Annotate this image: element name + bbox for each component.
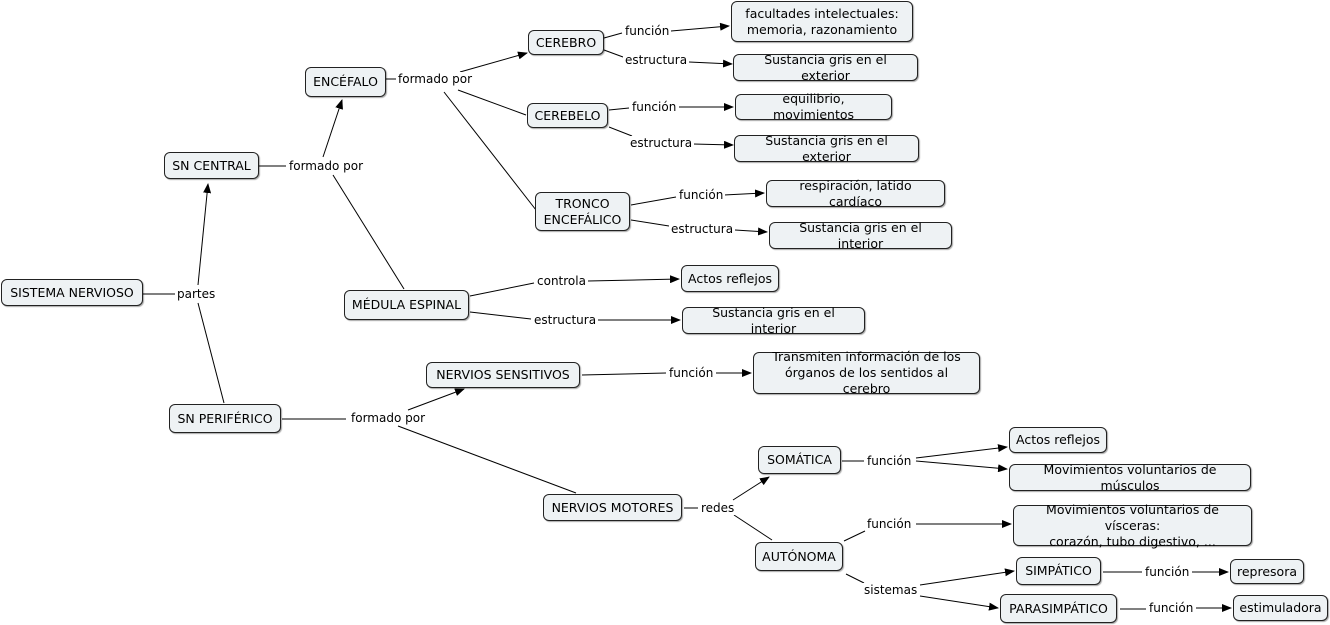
link-partes: partes (175, 287, 218, 301)
node-nervios-motores: NERVIOS MOTORES (543, 494, 682, 521)
node-simpatico: SIMPÁTICO (1016, 557, 1101, 585)
node-cerebro-funcion: facultades intelectuales: memoria, razon… (731, 1, 913, 42)
link-cerebelo-funcion: función (630, 100, 679, 114)
link-medula-controla: controla (535, 274, 588, 288)
node-tronco-estructura: Sustancia gris en el interior (769, 220, 952, 251)
line-medula-estructura (469, 311, 532, 320)
line-formado-cerebelo (457, 89, 527, 116)
arrow-somatica-f1 (915, 444, 1008, 459)
node-sn-central: SN CENTRAL (164, 152, 259, 179)
line-cerebro-estructura (603, 49, 624, 58)
line-formado-medula (332, 174, 405, 290)
node-somatica: SOMÁTICA (758, 446, 841, 474)
link-autonoma-funcion: función (865, 517, 914, 531)
arrow-sistemas-simpatico (919, 568, 1015, 586)
arrow-medula-controla (587, 275, 680, 284)
link-autonoma-sistemas: sistemas (862, 583, 920, 597)
arrow-formado-sensitivos (407, 388, 465, 411)
link-central-formado-por: formado por (287, 159, 365, 173)
arrow-tronco-funcion (723, 189, 765, 198)
line-cerebelo-estructura (608, 126, 633, 137)
link-tronco-funcion: función (677, 188, 726, 202)
link-periferico-formado-por: formado por (349, 411, 427, 425)
node-medula-espinal: MÉDULA ESPINAL (344, 290, 469, 320)
node-cerebelo-estructura: Sustancia gris en el exterior (734, 133, 919, 164)
line-autonoma-funcion (843, 530, 866, 542)
node-autonoma-funcion: Movimientos voluntarios de vísceras: cor… (1013, 502, 1252, 549)
link-parasimpatico-funcion: función (1147, 601, 1196, 615)
node-medula-controla: Actos reflejos (681, 265, 779, 292)
node-medula-estructura: Sustancia gris en el interior (682, 305, 865, 336)
line-partes-periferico (197, 302, 225, 404)
node-cerebro: CEREBRO (528, 30, 604, 55)
link-cerebro-funcion: función (623, 24, 672, 38)
arrow-sistemas-parasimpatico (919, 595, 999, 611)
node-tronco-funcion: respiración, latido cardíaco (766, 178, 945, 209)
link-tronco-estructura: estructura (669, 222, 736, 236)
arrow-redes-somatica (732, 476, 770, 501)
arrow-somatica-f2 (915, 460, 1008, 473)
node-cerebro-estructura: Sustancia gris en el exterior (733, 52, 918, 83)
node-cerebelo: CEREBELO (527, 103, 608, 128)
line-cerebelo-funcion (608, 107, 630, 111)
arrow-cerebro-estructura (688, 59, 733, 68)
node-sn-periferico: SN PERIFÉRICO (169, 404, 281, 433)
link-cerebelo-estructura: estructura (628, 136, 695, 150)
node-nervios-sensitivos: NERVIOS SENSITIVOS (426, 362, 580, 388)
node-cerebelo-funcion: equilibrio, movimientos (735, 91, 892, 122)
link-somatica-funcion: función (865, 454, 914, 468)
link-cerebro-estructura: estructura (623, 53, 690, 67)
line-formado-tronco (443, 91, 537, 211)
line-sensitivos-funcion (581, 372, 667, 376)
node-sistema-nervioso: SISTEMA NERVIOSO (1, 279, 143, 306)
line-cerebro-funcion (603, 32, 623, 39)
arrow-cerebelo-estructura (692, 140, 734, 149)
node-tronco-encefalico: TRONCO ENCEFÁLICO (535, 192, 630, 231)
node-represora: represora (1230, 559, 1304, 584)
node-autonoma: AUTÓNOMA (755, 542, 843, 571)
link-sensitivos-funcion: función (667, 366, 716, 380)
link-encefalo-formado-por: formado por (396, 72, 474, 86)
link-medula-estructura: estructura (532, 313, 599, 327)
node-encefalo: ENCÉFALO (305, 67, 386, 97)
link-motores-redes: redes (699, 501, 737, 515)
arrow-cerebro-funcion (670, 22, 730, 32)
node-somatica-funcion-2: Movimientos voluntarios de músculos (1009, 462, 1251, 493)
node-somatica-funcion-1: Actos reflejos (1009, 427, 1107, 453)
line-medula-controla (469, 282, 535, 297)
link-simpatico-funcion: función (1143, 565, 1192, 579)
line-tronco-estructura (630, 219, 670, 227)
line-formado-motores (397, 425, 577, 494)
line-autonoma-sistemas (845, 573, 865, 584)
node-estimuladora: estimuladora (1233, 595, 1328, 621)
arrow-formado-encefalo (322, 99, 343, 158)
arrow-partes-central (197, 183, 212, 286)
line-tronco-funcion (630, 196, 677, 206)
arrow-tronco-estructura (734, 227, 768, 236)
line-redes-autonoma (733, 514, 773, 541)
node-sensitivos-funcion: Transmiten información de los órganos de… (753, 349, 980, 396)
node-parasimpatico: PARASIMPÁTICO (1000, 594, 1117, 623)
arrow-formado-cerebro (459, 51, 528, 73)
